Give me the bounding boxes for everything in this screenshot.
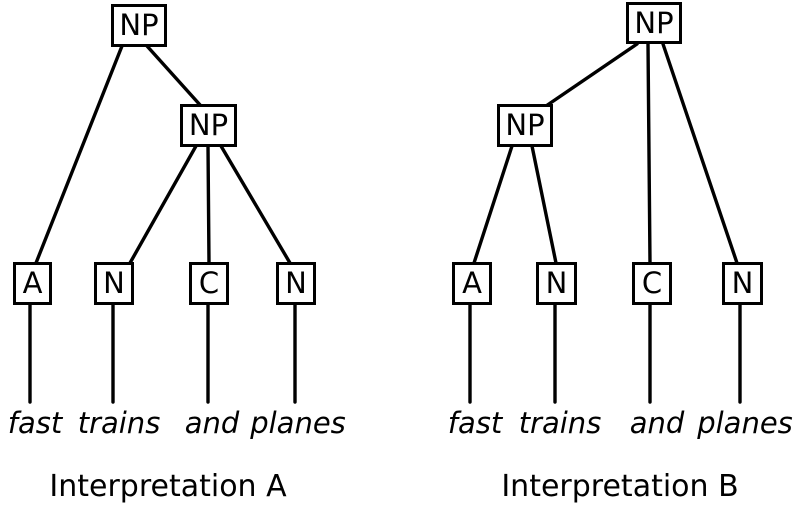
edge-a-inner-to-n1 [128, 144, 198, 265]
caption-interpretation-a: Interpretation A [49, 469, 287, 504]
tree-a-leaf-n1-node: N [94, 262, 134, 305]
edge-b-inner-to-a [472, 144, 514, 265]
tree-a-word-trains: trains [77, 406, 161, 440]
tree-b-root-np-node: NP [626, 2, 682, 44]
tree-b-leaf-a-node: A [452, 262, 492, 305]
edge-b-inner-to-n1 [530, 144, 558, 265]
edge-a-root-to-inner [145, 44, 203, 108]
tree-a-word-planes: planes [250, 406, 346, 440]
tree-b-leaf-c-node: C [632, 262, 672, 305]
tree-b-word-fast: fast [447, 406, 503, 440]
tree-a-root-np-node: NP [111, 4, 167, 47]
edge-b-root-to-n2 [661, 42, 739, 265]
tree-b-word-and: and [629, 406, 685, 440]
tree-a-leaf-a-node: A [13, 262, 52, 305]
tree-a-word-and: and [184, 406, 240, 440]
tree-a-leaf-c-node: C [189, 262, 229, 305]
tree-a-leaf-n2-node: N [276, 262, 316, 305]
tree-a-inner-np-node: NP [180, 104, 237, 147]
tree-a-word-fast: fast [7, 406, 63, 440]
edge-b-root-to-inner [544, 42, 639, 108]
edge-b-root-to-c [646, 42, 652, 265]
tree-b-word-trains: trains [518, 406, 602, 440]
tree-b-leaf-n2-node: N [722, 262, 763, 305]
caption-interpretation-b: Interpretation B [501, 469, 739, 504]
tree-b-word-planes: planes [697, 406, 793, 440]
edge-a-inner-to-n2 [219, 144, 292, 265]
edge-a-root-to-a [34, 44, 124, 265]
tree-b-inner-np-node: NP [497, 104, 553, 147]
tree-b-leaf-n1-node: N [536, 262, 577, 305]
edge-a-inner-to-c [206, 144, 211, 265]
